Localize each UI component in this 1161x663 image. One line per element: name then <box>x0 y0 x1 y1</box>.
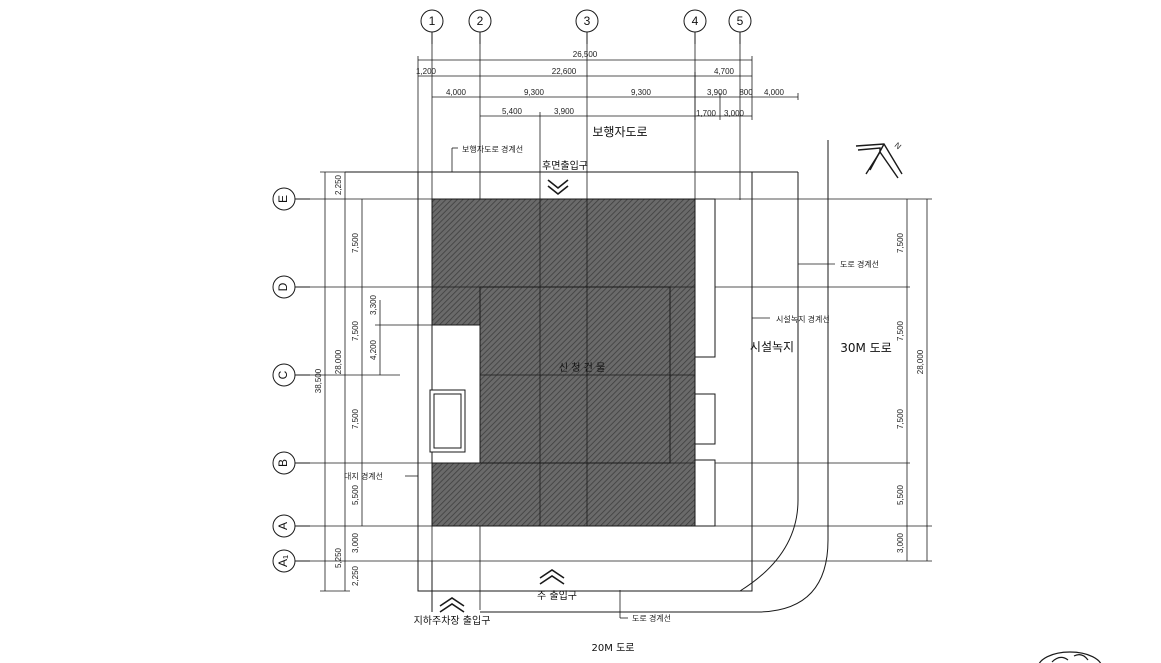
grid-column-3: 3 <box>575 9 599 44</box>
main-entrance-label: 주 출입구 <box>537 589 577 602</box>
dim-top-5: 9,300 <box>524 88 545 97</box>
dim-top-9: 4,000 <box>764 88 785 97</box>
rear-entrance-arrow-icon <box>547 179 569 190</box>
column-grid: 1 2 3 4 5 <box>420 9 752 44</box>
dim-left-bottom-sub: 5,250 <box>334 547 343 568</box>
new-building: 신 청 건 물 <box>429 198 696 527</box>
grid-column-3-label: 3 <box>584 14 591 28</box>
dim-top-2: 22,600 <box>552 67 577 76</box>
grid-row-a: A <box>272 514 310 538</box>
dim-right-5: 3,000 <box>896 532 905 553</box>
dim-right-4: 5,500 <box>896 484 905 505</box>
dim-left-6: 3,000 <box>351 532 360 553</box>
leader-lines <box>405 147 835 619</box>
dim-left-1: 2,250 <box>334 174 343 195</box>
dim-overall-top: 26,500 <box>573 50 598 59</box>
dim-top-8: 800 <box>739 88 753 97</box>
dim-top-11: 3,900 <box>554 107 575 116</box>
top-dimension-text: 26,500 1,200 22,600 4,700 4,000 9,300 9,… <box>416 50 785 118</box>
north-arrow-icon: N <box>855 141 903 179</box>
dim-left-3: 7,500 <box>351 320 360 341</box>
new-building-label: 신 청 건 물 <box>559 362 605 374</box>
grid-row-b: B <box>272 451 310 475</box>
row-grid: E D C B A A₁ <box>272 187 310 573</box>
grid-column-2: 2 <box>468 9 492 44</box>
ramp-structure <box>429 389 466 453</box>
road-20m-label: 20M 도로 <box>592 643 635 654</box>
entrance-arrows <box>439 179 569 613</box>
grid-column-4: 4 <box>683 9 707 44</box>
grid-column-1: 1 <box>420 9 444 44</box>
dim-left-4: 7,500 <box>351 408 360 429</box>
seal-icon <box>1038 651 1102 663</box>
road-boundary-bottom-label: 도로 경계선 <box>632 613 671 623</box>
dim-right-total: 28,000 <box>916 349 925 374</box>
dim-right-1: 7,500 <box>896 232 905 253</box>
green-strips <box>694 198 716 527</box>
dim-right-3: 7,500 <box>896 408 905 429</box>
labels: 보행자도로 보행자도로 경계선 후면출입구 시설녹지 경계선 시설녹지 30M … <box>344 124 892 654</box>
right-dimension-text: 7,500 7,500 7,500 5,500 3,000 28,000 <box>896 232 925 553</box>
dim-left-2: 7,500 <box>351 232 360 253</box>
grid-column-5-label: 5 <box>737 14 744 28</box>
dim-left-overall: 38,500 <box>314 368 323 393</box>
dim-top-13: 3,000 <box>724 109 745 118</box>
road-boundary-right-label: 도로 경계선 <box>840 259 879 269</box>
road-30m-label: 30M 도로 <box>840 341 892 355</box>
grid-row-a1-label: A₁ <box>276 555 290 567</box>
rear-entrance-label: 후면출입구 <box>542 159 588 172</box>
grid-column-1-label: 1 <box>429 14 436 28</box>
dim-top-6: 9,300 <box>631 88 652 97</box>
dim-right-2: 7,500 <box>896 320 905 341</box>
pedestrian-road-label: 보행자도로 <box>592 124 647 139</box>
pedestrian-road-boundary <box>345 140 829 613</box>
grid-row-e-label: E <box>276 195 290 203</box>
green-boundary-label: 시설녹지 경계선 <box>776 314 830 324</box>
right-dimensions <box>906 199 928 561</box>
dim-top-12: 1,700 <box>696 109 717 118</box>
grid-row-a1: A₁ <box>272 549 310 573</box>
grid-column-5: 5 <box>728 9 752 44</box>
north-label: N <box>893 141 903 152</box>
grid-row-d-label: D <box>276 282 290 291</box>
dim-top-4: 4,000 <box>446 88 467 97</box>
grid-column-2-label: 2 <box>477 14 484 28</box>
dim-top-3: 4,700 <box>714 67 735 76</box>
grid-row-e: E <box>272 187 310 211</box>
dim-left-7: 2,250 <box>351 565 360 586</box>
dim-left-inner-1: 3,300 <box>369 294 378 315</box>
pedestrian-boundary-label: 보행자도로 경계선 <box>462 144 523 154</box>
dim-top-10: 5,400 <box>502 107 523 116</box>
grid-row-c-label: C <box>276 370 290 379</box>
dim-top-1: 1,200 <box>416 67 437 76</box>
dim-left-sub-total: 28,000 <box>334 349 343 374</box>
grid-column-4-label: 4 <box>692 14 699 28</box>
grid-row-a-label: A <box>276 522 290 530</box>
dim-top-7: 3,900 <box>707 88 728 97</box>
site-boundary-label: 대지 경계선 <box>344 471 383 481</box>
grid-row-c: C <box>272 363 310 387</box>
grid-row-b-label: B <box>276 459 290 467</box>
parking-entrance-arrow-icon <box>439 597 465 607</box>
main-entrance-arrow-icon <box>539 569 565 579</box>
left-dimension-text: 38,500 2,250 7,500 7,500 7,500 5,500 3,0… <box>314 174 378 586</box>
left-dimensions <box>320 171 480 592</box>
dim-left-inner-2: 4,200 <box>369 339 378 360</box>
grid-row-d: D <box>272 275 310 299</box>
parking-entrance-label: 지하주차장 출입구 <box>414 614 491 627</box>
green-area-label: 시설녹지 <box>750 340 794 354</box>
dim-left-5: 5,500 <box>351 484 360 505</box>
